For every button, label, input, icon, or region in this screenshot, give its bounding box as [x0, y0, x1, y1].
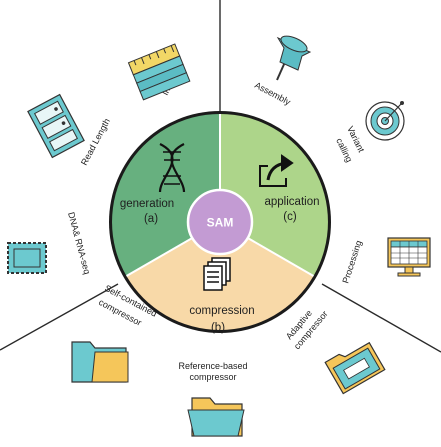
label-reference-based-2: compressor: [189, 372, 236, 382]
application-title: application: [265, 196, 320, 208]
server-icon: [27, 93, 85, 159]
generation-title: generation: [120, 198, 174, 210]
center-circle: [186, 188, 254, 256]
label-assembly: Assembly: [253, 80, 293, 107]
monitor-table-icon: [387, 237, 431, 277]
divider-right: [321, 283, 441, 353]
folder-window-icon: [324, 341, 386, 395]
generation-tag: (a): [144, 213, 158, 225]
stamp-icon: [7, 242, 47, 274]
label-read-length: Read Length: [79, 117, 112, 167]
label-dna-rna: DNA& RNA-seq: [66, 211, 92, 275]
compression-tag: (b): [211, 322, 225, 334]
label-processing: Processing: [340, 239, 363, 284]
folder-icon: [71, 341, 129, 383]
pushpin-icon: [276, 35, 312, 81]
label-reference-based-1: Reference-based: [178, 361, 247, 371]
dna-icon: [158, 143, 186, 193]
application-tag: (c): [283, 211, 297, 223]
compression-title: compression: [189, 305, 254, 317]
divider-left: [0, 283, 119, 351]
documents-icon: [203, 257, 231, 291]
folder-open-icon: [187, 397, 245, 437]
ruler-books-icon: [127, 43, 191, 101]
export-icon: [259, 154, 294, 187]
center-label: SAM: [207, 216, 234, 230]
target-icon: [365, 101, 405, 141]
